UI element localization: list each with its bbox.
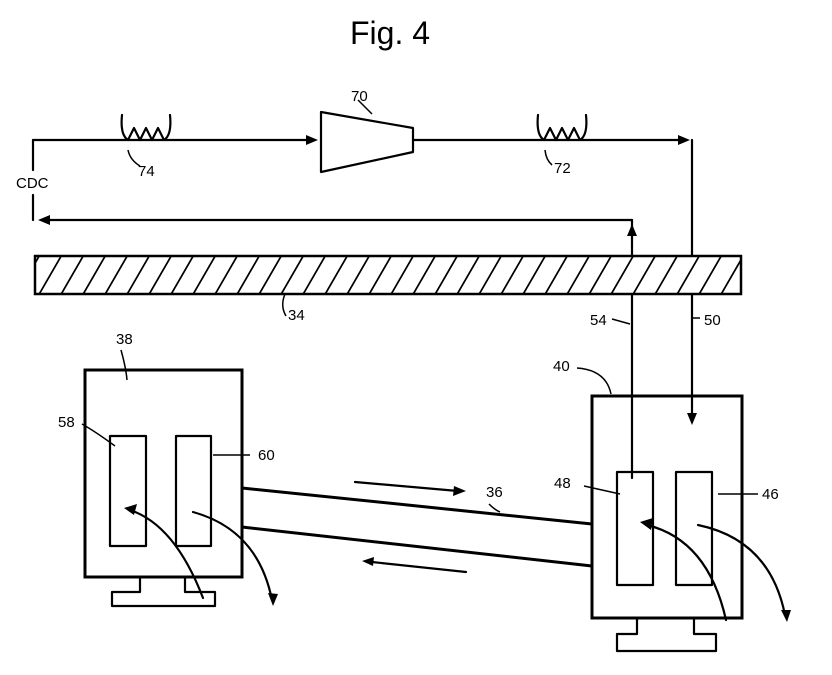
label-46: 46 [762,486,779,503]
amplifier-shape [321,112,413,172]
label-74: 74 [138,163,155,180]
label-38: 38 [116,331,133,348]
label-50: 50 [704,312,721,329]
right-unit-40 [577,368,791,651]
label-cdc: CDC [16,175,49,192]
link-36 [242,482,592,572]
label-36: 36 [486,484,503,501]
left-unit-38 [82,350,278,606]
label-40: 40 [553,358,570,375]
shaft-34 [35,256,741,294]
label-60: 60 [258,447,275,464]
label-58: 58 [58,414,75,431]
label-34: 34 [288,307,305,324]
figure-title: Fig. 4 [350,15,430,51]
label-48: 48 [554,475,571,492]
label-54: 54 [590,312,607,329]
signal-loop [33,135,697,478]
label-72: 72 [554,160,571,177]
label-70: 70 [351,88,368,105]
